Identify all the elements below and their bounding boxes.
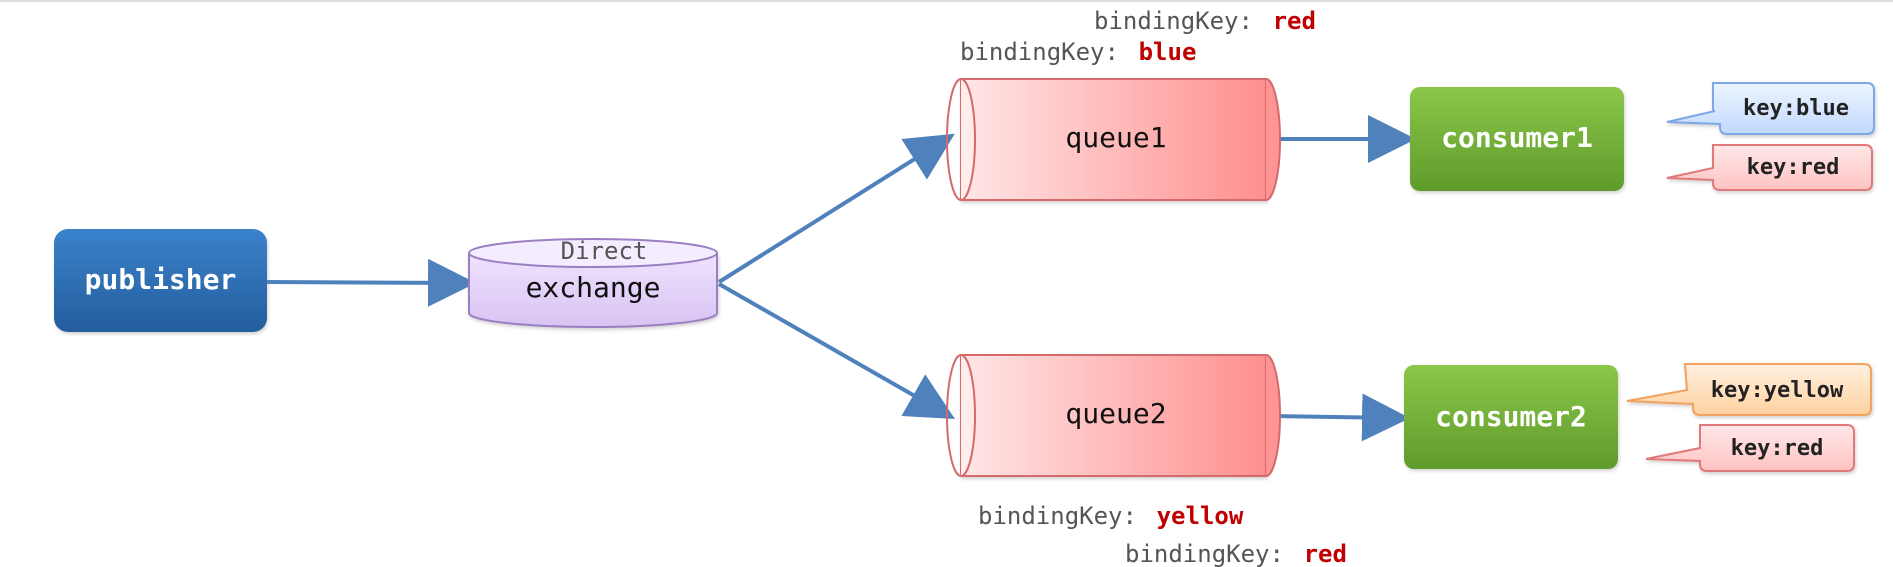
consumer1-bubble-blue: key:blue (1666, 82, 1875, 135)
publisher-label: publisher (85, 263, 237, 296)
queue2-binding-bottom-prefix: bindingKey: (1125, 540, 1284, 567)
consumer2-bubble-orange: key:yellow (1626, 363, 1872, 416)
consumer1-key-red: key:red (1747, 155, 1840, 180)
exchange-to-queue2-arrow (718, 282, 955, 419)
queue1-label: queue1 (1065, 121, 1166, 154)
queue2-binding-top: bindingKey: yellow (978, 502, 1244, 530)
queue2-binding-bottom: bindingKey: red (1125, 540, 1347, 567)
queue1-binding-top-key: red (1273, 7, 1316, 35)
exchange-node: Direct exchange (468, 237, 718, 328)
queue1-binding-bottom-prefix: bindingKey: (960, 38, 1119, 66)
consumer2-label: consumer2 (1435, 400, 1587, 433)
consumer1-bubble-red: key:red (1666, 144, 1873, 191)
queue1-node: queue1 (946, 78, 1281, 201)
consumer2-bubble-red: key:red (1645, 424, 1855, 472)
queue2-binding-top-key: yellow (1157, 502, 1244, 530)
svg-text:bindingKey: blue: bindingKey: blue (960, 38, 1196, 66)
exchange-to-queue1-arrow (717, 133, 955, 284)
queue2-binding-top-prefix: bindingKey: (978, 502, 1137, 530)
publisher-node: publisher (54, 229, 267, 332)
queue2-binding-bottom-key: red (1304, 540, 1347, 567)
svg-text:bindingKey: yellow: bindingKey: yellow (978, 502, 1244, 530)
queue2-node: queue2 (946, 354, 1281, 477)
svg-text:bindingKey: red: bindingKey: red (1125, 540, 1347, 567)
queue1-binding-bottom-key: blue (1139, 38, 1197, 66)
consumer2-key-red: key:red (1731, 436, 1824, 461)
queue2-label: queue2 (1065, 397, 1166, 430)
queue1-binding-top-prefix: bindingKey: (1094, 7, 1253, 35)
svg-text:bindingKey: red: bindingKey: red (1094, 7, 1316, 35)
consumer2-node: consumer2 (1404, 365, 1618, 469)
queue2-to-consumer2-arrow (1269, 393, 1410, 442)
consumer2-key-yellow: key:yellow (1711, 378, 1844, 403)
consumer1-label: consumer1 (1441, 121, 1593, 154)
consumer1-node: consumer1 (1410, 87, 1624, 191)
queue1-binding-top: bindingKey: red (1094, 7, 1316, 35)
publisher-to-exchange-arrow (266, 258, 476, 307)
consumer1-key-blue: key:blue (1743, 96, 1849, 121)
exchange-type-label: Direct (561, 237, 648, 265)
exchange-label: exchange (526, 271, 661, 304)
queue1-binding-bottom: bindingKey: blue (960, 38, 1196, 66)
